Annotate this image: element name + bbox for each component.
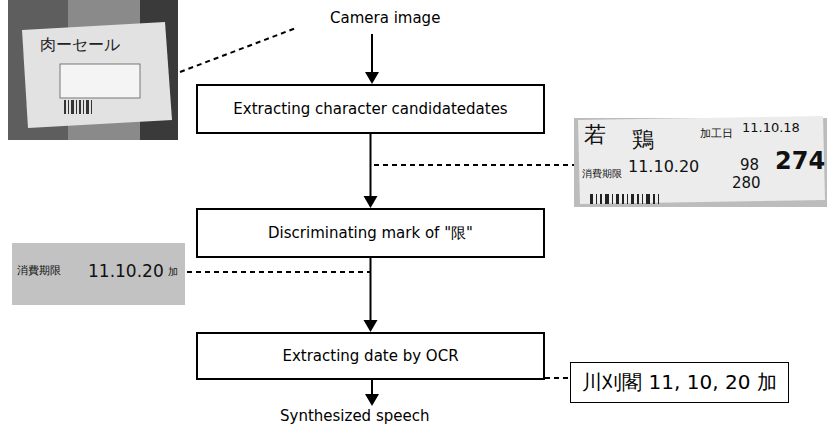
photo-text: 98: [740, 157, 759, 174]
ocr-result-box: 川刈閣 11, 10, 20 加: [570, 362, 789, 403]
camera-photo: [8, 0, 178, 140]
process-box: Extracting date by OCR: [196, 332, 545, 380]
arrow-line: [370, 134, 372, 198]
photo-text: 11.10.20: [88, 262, 164, 281]
output-label: Synthesized speech: [280, 408, 429, 425]
photo-text: 消費期限: [582, 168, 622, 179]
arrow-head: [364, 320, 378, 332]
photo-text: 加: [168, 266, 178, 277]
photo-text: 鶏: [632, 128, 654, 152]
photo-text: 280: [732, 175, 761, 192]
box-text: Discriminating mark of "限": [268, 224, 473, 243]
input-label: Camera image: [330, 10, 440, 27]
box-text: Extracting date by OCR: [282, 347, 458, 365]
arrow-line: [370, 258, 372, 322]
date-crop-photo: [12, 243, 185, 305]
box-text: 川刈閣 11, 10, 20 加: [582, 369, 777, 396]
flow-arrow: [364, 134, 378, 208]
photo-text: 加工日: [700, 128, 733, 140]
flow-arrows-and-leaders: [180, 28, 574, 406]
photo-text: 274: [775, 148, 825, 174]
process-box: Discriminating mark of "限": [196, 208, 545, 258]
photo-text: 肉ーセール: [40, 36, 120, 54]
flow-arrow: [364, 258, 378, 332]
photo-text: 若: [584, 123, 606, 147]
box-text: Extracting character candidatedates: [233, 100, 507, 118]
photo-text: 消費期限: [17, 265, 61, 277]
candidate-crop-photo: [574, 116, 827, 207]
arrow-head: [364, 196, 378, 208]
process-box: Extracting character candidatedates: [196, 84, 545, 134]
photo-text: 11.10.20: [628, 158, 699, 176]
photo-text: 11.10.18: [742, 121, 800, 135]
